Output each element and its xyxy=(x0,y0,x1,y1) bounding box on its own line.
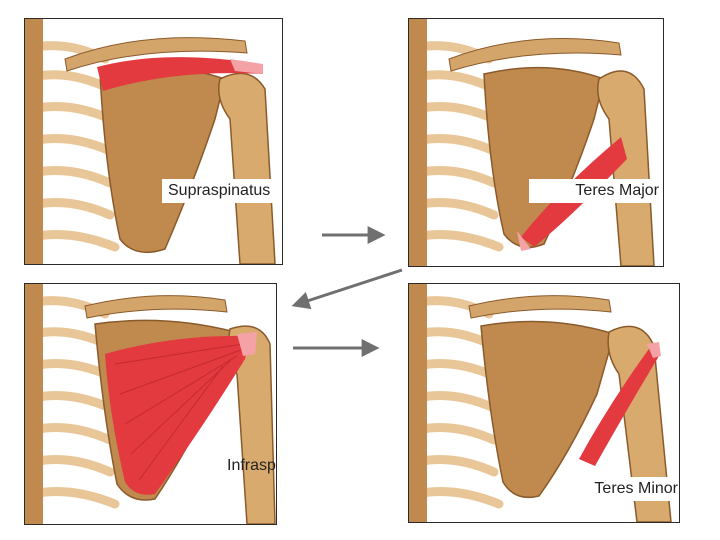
arrow-diagonal xyxy=(295,270,402,305)
